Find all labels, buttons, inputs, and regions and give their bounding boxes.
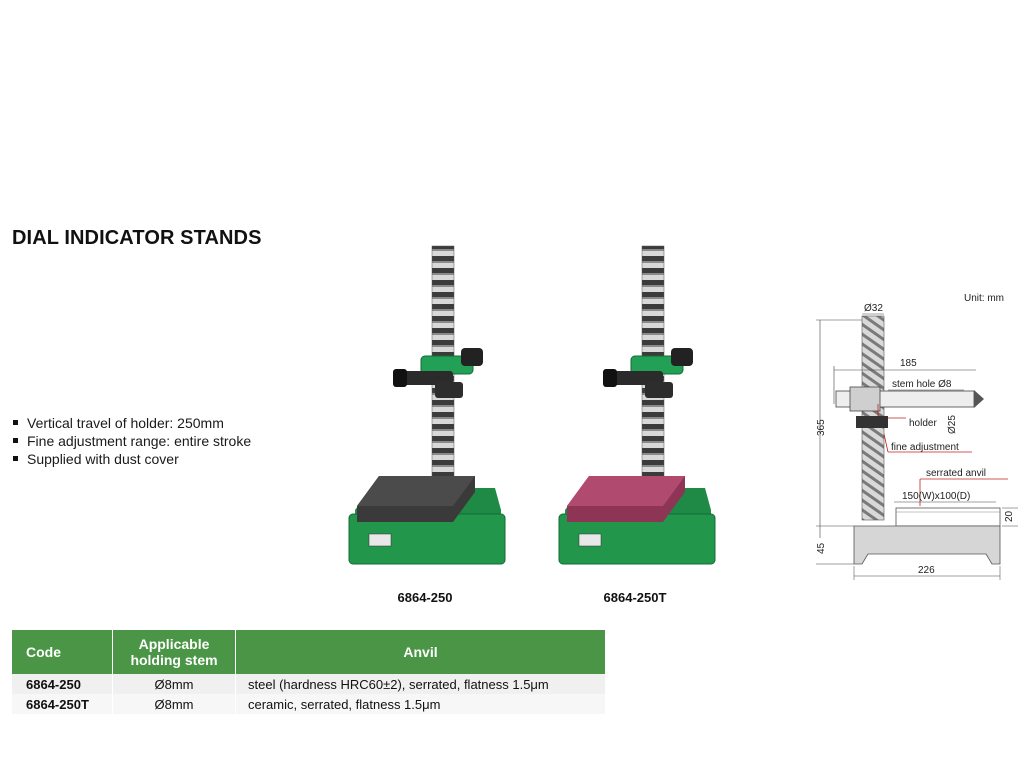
cell-stem: Ø8mm [112, 674, 236, 694]
holder-diameter-label: Ø25 [947, 415, 958, 434]
fine-adjustment-label: fine adjustment [891, 442, 959, 453]
feature-list: Vertical travel of holder: 250mm Fine ad… [12, 414, 251, 468]
table-row: 6864-250T Ø8mm ceramic, serrated, flatne… [12, 694, 605, 714]
cell-code: 6864-250T [12, 694, 113, 714]
product-code-label: 6864-250T [603, 590, 667, 605]
dial-stand-illustration [348, 245, 506, 565]
anvil-size-label: 150(W)x100(D) [902, 491, 970, 502]
feature-item: Supplied with dust cover [12, 450, 251, 468]
stem-hole-label: stem hole Ø8 [892, 379, 952, 390]
height-label: 365 [816, 419, 827, 436]
product-image-ceramic [545, 244, 725, 584]
table-header-row: Code Applicable holding stem Anvil [12, 630, 605, 674]
cell-stem: Ø8mm [112, 694, 236, 714]
feature-item: Fine adjustment range: entire stroke [12, 432, 251, 450]
base-width-label: 226 [918, 565, 935, 576]
base-height-label: 45 [816, 542, 827, 554]
feature-item: Vertical travel of holder: 250mm [12, 414, 251, 432]
anvil-height-label: 20 [1004, 510, 1015, 522]
dimension-drawing: Unit: mm Ø32 185 stem hole Ø8 holder Ø25… [816, 293, 1018, 580]
table-row: 6864-250 Ø8mm steel (hardness HRC60±2), … [12, 674, 605, 694]
product-code-label: 6864-250 [397, 590, 453, 605]
cell-code: 6864-250 [12, 674, 113, 694]
dimension-diagram: Unit: mm Ø32 185 stem hole Ø8 holder Ø25… [796, 286, 1024, 586]
header-holding-stem: Applicable holding stem [112, 630, 236, 674]
spec-table: Code Applicable holding stem Anvil 6864-… [12, 630, 605, 714]
page-title: DIAL INDICATOR STANDS [12, 227, 262, 249]
holder-label: holder [909, 418, 937, 429]
cell-anvil: ceramic, serrated, flatness 1.5μm [235, 694, 605, 714]
product-image-steel [335, 244, 515, 584]
stem-diameter-label: Ø32 [864, 303, 883, 314]
arm-length-label: 185 [900, 358, 917, 369]
cell-anvil: steel (hardness HRC60±2), serrated, flat… [235, 674, 605, 694]
unit-label: Unit: mm [964, 293, 1004, 304]
header-code: Code [12, 630, 113, 674]
serrated-anvil-label: serrated anvil [926, 468, 986, 479]
dial-stand-illustration [558, 245, 716, 565]
header-anvil: Anvil [235, 630, 605, 674]
